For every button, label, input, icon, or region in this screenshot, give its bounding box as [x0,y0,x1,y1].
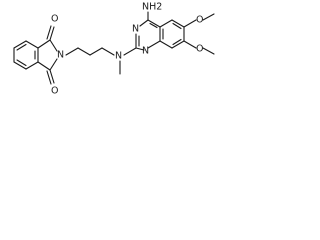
atom-label-n-amine: N [115,51,122,62]
atom-label-n-imide: N [57,50,64,61]
atom-label-o-methoxy-top: O [196,15,203,26]
methoxy-groups [183,13,215,55]
atom-label-o-methoxy-bottom: O [196,44,203,55]
atom-label-o-carbonyl-top: O [51,14,58,25]
benzo-ring-quinazoline [159,19,185,49]
atom-label-n-ring-top: N [132,24,139,35]
benzene-ring-phthalimide [13,40,39,70]
propyl-chain [65,47,115,56]
chemical-structure: NH2 O O N N N N O O [13,2,215,97]
n-methyl-amine [119,47,137,75]
atom-label-n-ring-bottom: N [142,46,149,57]
atom-label-nh2: NH2 [142,2,162,13]
atom-label-o-carbonyl-bottom: O [51,86,58,97]
pyrimidine-ring [135,11,161,51]
imide-ring [37,25,58,85]
